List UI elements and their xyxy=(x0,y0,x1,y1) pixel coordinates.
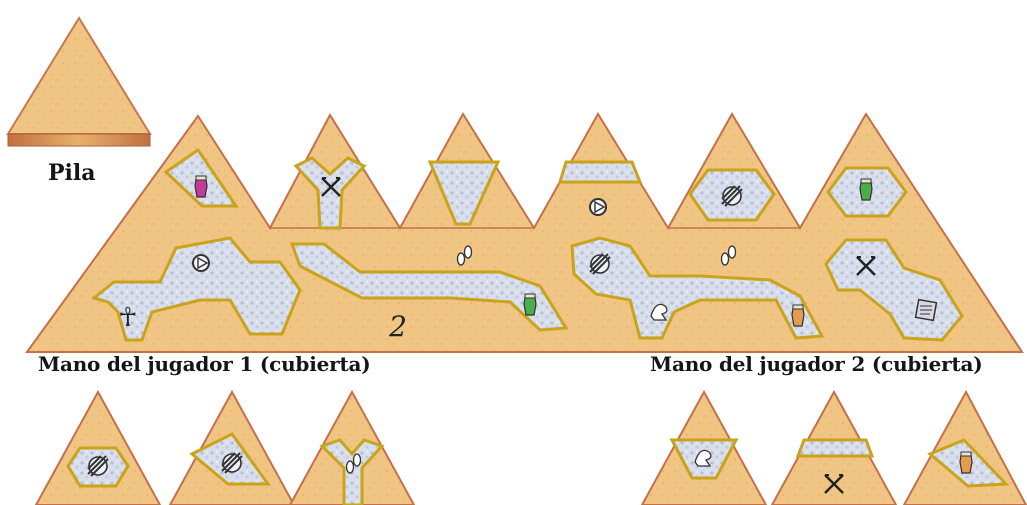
player1-hand xyxy=(36,392,414,505)
sun-disc-icon xyxy=(590,199,606,215)
hand2-tile-1[interactable] xyxy=(642,392,766,505)
player2-hand xyxy=(642,392,1026,505)
hand1-tile-3[interactable] xyxy=(290,392,414,505)
pile-label: Pila xyxy=(48,160,96,186)
hand1-tile-2[interactable] xyxy=(170,392,294,505)
canopic-jar-icon xyxy=(860,179,872,200)
sun-disc-icon xyxy=(193,255,209,271)
canopic-jar-icon xyxy=(960,452,972,473)
hand2-tile-2[interactable] xyxy=(772,392,896,505)
papyrus-icon xyxy=(916,300,937,321)
canopic-jar-icon xyxy=(524,294,536,315)
canopic-jar-icon xyxy=(195,176,207,197)
hand1-tile-1[interactable] xyxy=(36,392,160,505)
board-tile-6[interactable] xyxy=(828,168,906,216)
route-number: 2 xyxy=(388,310,407,343)
hand2-tile-3[interactable] xyxy=(904,392,1026,505)
ankh-icon: ☥ xyxy=(118,303,137,333)
player2-hand-label: Mano del jugador 2 (cubierta) xyxy=(650,352,983,376)
board-tile-5[interactable] xyxy=(690,170,774,220)
pile-tile[interactable] xyxy=(8,18,150,146)
player1-hand-label: Mano del jugador 1 (cubierta) xyxy=(38,352,371,376)
canopic-jar-icon xyxy=(792,305,804,326)
